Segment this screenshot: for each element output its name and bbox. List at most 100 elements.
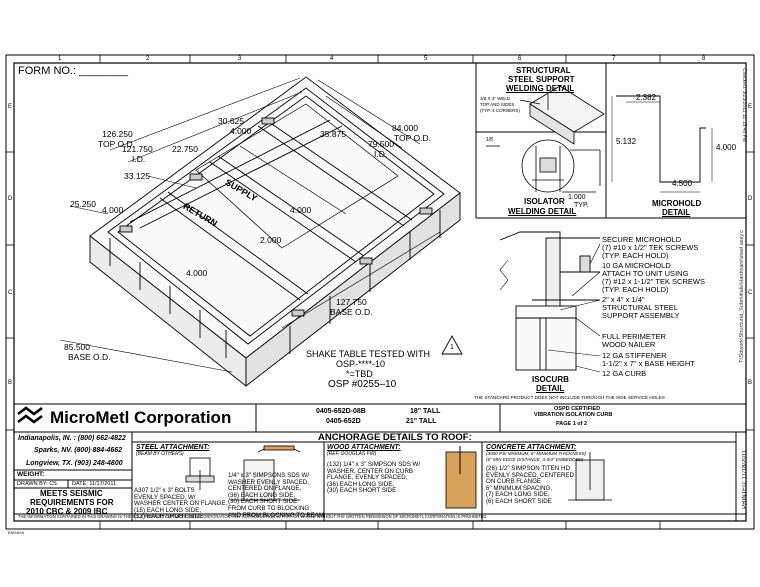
model-height: 18" TALL xyxy=(410,408,441,415)
dim-2-000: 2.000 xyxy=(260,235,282,245)
dim-22-750: 22.750 xyxy=(172,144,198,154)
wood-attachment-text: (132) 1/4" x 3" SIMPSON SDS W/WASHER, CE… xyxy=(327,461,421,495)
wood-attachment-sub: (REF. DOUGLAS FIR) xyxy=(327,451,377,457)
dim-127-750: 127.750 xyxy=(336,297,367,307)
dim-1-000: 1.000 xyxy=(568,194,586,201)
weld-detail-title: WELDING DETAIL xyxy=(506,84,575,93)
drawn-by: DRAWN BY: CS xyxy=(17,481,57,487)
callout-secure-microhold: SECURE MICROHOLD(7) #10 x 1/2" TEK SCREW… xyxy=(602,235,699,260)
dim-4-500: 4.500 xyxy=(672,179,693,188)
zone-letter: E xyxy=(748,104,753,110)
dim-id-label: I.D. xyxy=(132,154,146,164)
company-name: MicroMetl Corporation xyxy=(50,408,232,427)
dim-4-000: 4.000 xyxy=(102,205,124,215)
callout-stiffener: 12 GA STIFFENER xyxy=(602,351,667,360)
contact-longview: Longview, TX. (903) 248-4800 xyxy=(26,460,123,467)
zone-number: 1 xyxy=(58,56,62,62)
concrete-attachment-sub: (6" MIN EDGE DISTANCE, 3-3/4" EMBEDDED) xyxy=(486,457,584,462)
zone-number: 7 xyxy=(612,56,616,62)
seismic-code: 2010 CBC & 2009 IBC xyxy=(26,507,108,516)
isolator-sketch xyxy=(486,139,601,193)
seismic-note: MEETS SEISMIC xyxy=(40,489,103,498)
callout-curb: 12 GA CURB xyxy=(602,369,647,378)
zone-number: 4 xyxy=(330,56,334,62)
dim-79-500: 79.500 xyxy=(368,139,394,149)
file-path: T:\Sdwork\Structural_Submittals\Hardware… xyxy=(739,230,745,364)
micrometl-logo-icon xyxy=(17,406,43,424)
callout-stiffener-size: 1-1/2" x 7" x BASE HEIGHT xyxy=(602,359,695,368)
microhold-profile xyxy=(611,95,713,193)
zone-number: 3 xyxy=(238,56,242,62)
page-number: PAGE 1 of 2 xyxy=(556,421,588,427)
zone-letter: C xyxy=(748,290,753,296)
dim-85-500: 85.500 xyxy=(64,342,90,352)
seismic-note: REQUIREMENTS FOR xyxy=(30,498,114,507)
anchorage-title: ANCHORAGE DETAILS TO ROOF: xyxy=(318,432,472,443)
dim-84-000: 84.000 xyxy=(392,123,418,133)
weld-note: (TYP. 4 CORNERS) xyxy=(480,108,520,113)
shake-table-osp: OSP-****-10 xyxy=(336,359,386,369)
zone-letter: D xyxy=(8,196,13,202)
standard-product-note: THE STANDARD PRODUCT DOES NOT INCLUDE TH… xyxy=(474,395,665,400)
callout-nailer: WOOD NAILER xyxy=(602,340,656,349)
printed-date: PRINTED: 11/18/2011 xyxy=(742,450,748,509)
isometric-curb xyxy=(89,76,461,387)
concrete-attachment-sub: (3000 PSI MINIMUM, 6" MINIMUM THICKNESS) xyxy=(486,451,587,456)
shake-table-note: SHAKE TABLE TESTED WITH xyxy=(306,349,431,359)
shake-table-tbd: *=TBD xyxy=(346,369,373,379)
weld-detail-sketch xyxy=(519,85,605,145)
weld-note: 3/8 X 4" WELD xyxy=(480,96,511,101)
contact-sparks: Sparks, NV. (800) 884-4662 xyxy=(34,447,123,454)
dim-121-750: 121.750 xyxy=(122,144,153,154)
microhold-detail-title: DETAIL xyxy=(662,208,691,217)
zone-letter: B xyxy=(748,380,753,386)
zone-number: 8 xyxy=(702,56,706,62)
model-height: 21" TALL xyxy=(406,418,437,425)
dim-30-625: 30.625 xyxy=(218,116,244,126)
dim-base-od-label: BASE O.D. xyxy=(330,307,373,317)
zone-number: 5 xyxy=(424,56,428,62)
proprietary-disclaimer: THE INFORMATION CONTAINED IN THIS DRAWIN… xyxy=(18,514,488,519)
blocking-attachment-text: 1/4" x 3" SIMPSONS SDS W/WASHER EVENLY S… xyxy=(228,472,325,519)
model-number: 0405-652D xyxy=(326,418,361,425)
concrete-attachment-sketch xyxy=(568,452,612,501)
dim-35-875: 35.875 xyxy=(320,129,346,139)
dim-top-od-label: TOP O.D. xyxy=(394,133,432,143)
dim-4-000: 4.000 xyxy=(230,126,252,136)
weld-size-ref: 1/8 xyxy=(486,137,493,143)
product-description: VIBRATION ISOLATION CURB xyxy=(534,412,613,418)
checked-stamp: Checked: 3/23/2011 12:15:40 PM xyxy=(741,68,747,143)
dim-4-000: 4.000 xyxy=(716,143,737,152)
dim-33-125: 33.125 xyxy=(124,171,150,181)
form-number: FORM NO.: ________ xyxy=(18,65,129,77)
wood-attachment-title: WOOD ATTACHMENT: xyxy=(327,444,401,451)
dim-id-label: I.D. xyxy=(374,149,388,159)
isolator-detail-title: ISOLATOR xyxy=(524,197,565,206)
isolator-detail-title: WELDING DETAIL xyxy=(508,207,577,216)
zone-letter: D xyxy=(748,196,753,202)
isocurb-sketch xyxy=(499,231,600,371)
zone-letter: E xyxy=(8,104,13,110)
osp-number: OSP #0255–10 xyxy=(328,379,397,390)
drawn-date: DATE: 11/17/2011 xyxy=(72,481,117,487)
dim-126-250: 126.250 xyxy=(102,129,133,139)
zone-number: 6 xyxy=(518,56,522,62)
dim-top-od-label: TOP O.D. xyxy=(98,139,136,149)
dim-4-000: 4.000 xyxy=(186,268,208,278)
dim-2-382: 2.382 xyxy=(636,93,657,102)
steel-attachment-sub: (BEAM BY OTHERS) xyxy=(136,451,184,457)
zone-letter: C xyxy=(8,290,13,296)
dim-5-132: 5.132 xyxy=(616,137,637,146)
steel-attachment-sketch xyxy=(185,457,300,501)
weld-detail-title: STRUCTURAL xyxy=(516,66,571,75)
zone-letter: B xyxy=(8,380,13,386)
model-number: 0405-652D-08B xyxy=(316,408,366,415)
weight-label: WEIGHT: xyxy=(17,471,45,478)
dim-4-000: 4.000 xyxy=(290,205,312,215)
isocurb-detail-title: ISOCURB xyxy=(532,375,569,384)
